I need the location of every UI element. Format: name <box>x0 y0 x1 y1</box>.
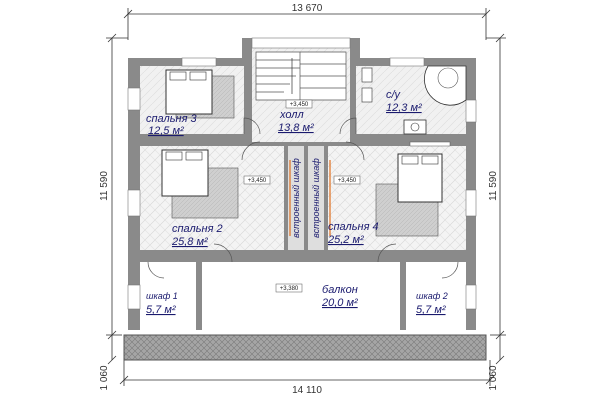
room-name-hall: холл <box>279 109 304 121</box>
dimension-top: 13 670 <box>292 3 323 14</box>
room-area-bedroom4: 25,2 м² <box>327 234 364 246</box>
interior-walls <box>140 58 466 330</box>
wardrobe-label-left: встроенный шкаф <box>291 158 301 238</box>
door-swings <box>147 117 459 279</box>
staircase <box>255 51 347 101</box>
room-area-closet1: 5,7 м² <box>146 304 176 316</box>
room-name-bedroom4: спальня 4 <box>328 221 379 233</box>
room-name-bedroom3: спальня 3 <box>146 113 198 125</box>
dimension-right-small: 1 060 <box>488 365 499 390</box>
dimension-left-small: 1 060 <box>99 365 110 390</box>
balcony-slab <box>123 334 487 361</box>
room-name-closet2: шкаф 2 <box>416 291 448 301</box>
dimension-lines <box>106 8 506 386</box>
windows <box>127 37 477 310</box>
dimension-left: 11 590 <box>99 171 110 201</box>
dimension-bottom: 14 110 <box>292 385 322 396</box>
level-bedroom2: +3,450 <box>248 178 267 184</box>
room-area-bedroom3: 12,5 м² <box>148 125 184 137</box>
level-hall: +3,450 <box>290 102 309 108</box>
room-name-closet1: шкаф 1 <box>146 291 178 301</box>
level-balcony: +3,380 <box>280 286 299 292</box>
room-name-bedroom2: спальня 2 <box>172 223 223 235</box>
room-name-bath: с/у <box>386 89 402 101</box>
dimension-right: 11 590 <box>488 171 499 201</box>
room-area-balcony: 20,0 м² <box>321 297 358 309</box>
room-name-balcony: балкон <box>322 284 358 296</box>
room-area-bedroom2: 25,8 м² <box>171 236 208 248</box>
room-area-bath: 12,3 м² <box>386 102 422 114</box>
room-area-closet2: 5,7 м² <box>416 304 446 316</box>
furniture <box>161 65 467 237</box>
room-area-hall: 13,8 м² <box>278 122 314 134</box>
wardrobe-accents <box>289 160 331 236</box>
level-bedroom4: +3,450 <box>338 178 357 184</box>
level-marks <box>243 99 361 293</box>
wardrobe-label-right: встроенный шкаф <box>311 158 321 238</box>
